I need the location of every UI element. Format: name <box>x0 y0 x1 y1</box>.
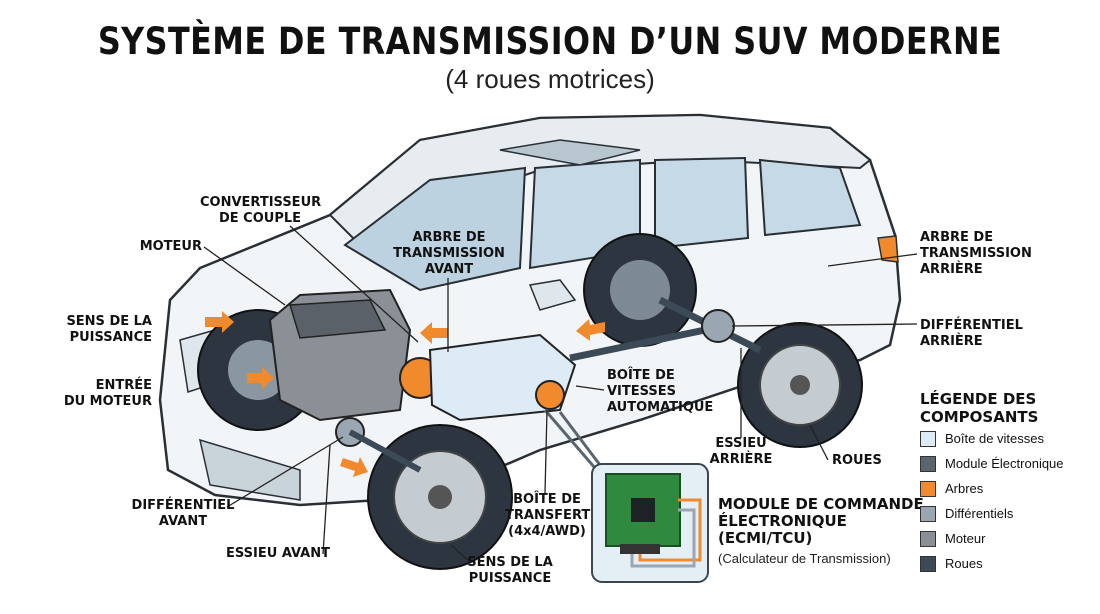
label-front-axle: ESSIEU AVANT <box>226 546 330 561</box>
legend-item-label: Moteur <box>945 531 986 546</box>
legend-swatch <box>920 430 936 447</box>
legend-swatch <box>920 530 936 547</box>
label-power-direction-bottom: SENS DE LA PUISSANCE <box>467 555 553 586</box>
rear-left-wheel <box>583 233 697 347</box>
leader-lines <box>203 225 918 563</box>
legend-item-wheels: Roues <box>920 551 1090 576</box>
legend-swatch <box>920 480 936 497</box>
legend-item-gearbox: Boîte de vitesses <box>920 426 1090 451</box>
legend-item-label: Boîte de vitesses <box>945 431 1044 446</box>
control-module-inset <box>543 409 709 583</box>
label-front-driveshaft: ARBRE DE TRANSMISSION AVANT <box>393 230 505 277</box>
power-flow-arrows <box>205 311 605 477</box>
legend-item-shafts: Arbres <box>920 476 1090 501</box>
legend-swatch <box>920 505 936 522</box>
legend-item-label: Module Électronique <box>945 456 1064 471</box>
label-wheels: ROUES <box>832 453 882 468</box>
legend-item-label: Roues <box>945 556 983 571</box>
rear-right-wheel <box>737 322 863 448</box>
label-engine-input: ENTRÉE DU MOTEUR <box>63 378 152 409</box>
legend: LÉGENDE DES COMPOSANTS Boîte de vitesses… <box>920 390 1090 576</box>
legend-item-engine: Moteur <box>920 526 1090 551</box>
legend-item-differentials: Différentiels <box>920 501 1090 526</box>
legend-item-electronic-module: Module Électronique <box>920 451 1090 476</box>
legend-swatch <box>920 455 936 472</box>
rear-differential <box>701 309 735 343</box>
transfer-case <box>535 380 565 410</box>
front-right-wheel <box>367 424 513 570</box>
engine <box>268 288 412 422</box>
legend-item-label: Différentiels <box>945 506 1014 521</box>
module-title: MODULE DE COMMANDE ÉLECTRONIQUE (ECMI/TC… <box>718 495 924 547</box>
module-subtitle: (Calculateur de Transmission) <box>718 551 891 566</box>
label-rear-differential: DIFFÉRENTIEL ARRIÈRE <box>920 318 1023 349</box>
label-rear-driveshaft: ARBRE DE TRANSMISSION ARRIÈRE <box>920 230 1032 277</box>
page-subtitle: (4 roues motrices) <box>445 64 655 94</box>
legend-title: LÉGENDE DES COMPOSANTS <box>920 390 1039 426</box>
label-power-direction-top: SENS DE LA PUISSANCE <box>66 314 152 345</box>
legend-swatch <box>920 555 936 572</box>
legend-item-label: Arbres <box>945 481 984 496</box>
label-automatic-gearbox: BOÎTE DE VITESSES AUTOMATIQUE <box>607 368 714 415</box>
label-transfer-case: BOÎTE DE TRANSFERT (4x4/AWD) <box>505 492 591 539</box>
label-torque-converter: CONVERTISSEUR DE COUPLE <box>200 195 322 226</box>
front-differential <box>335 417 422 473</box>
label-rear-axle: ESSIEU ARRIÈRE <box>709 436 773 467</box>
label-front-differential: DIFFÉRENTIEL AVANT <box>131 498 235 529</box>
page-title: SYSTÈME DE TRANSMISSION D’UN SUV MODERNE <box>97 20 1003 63</box>
label-engine: MOTEUR <box>139 239 202 254</box>
